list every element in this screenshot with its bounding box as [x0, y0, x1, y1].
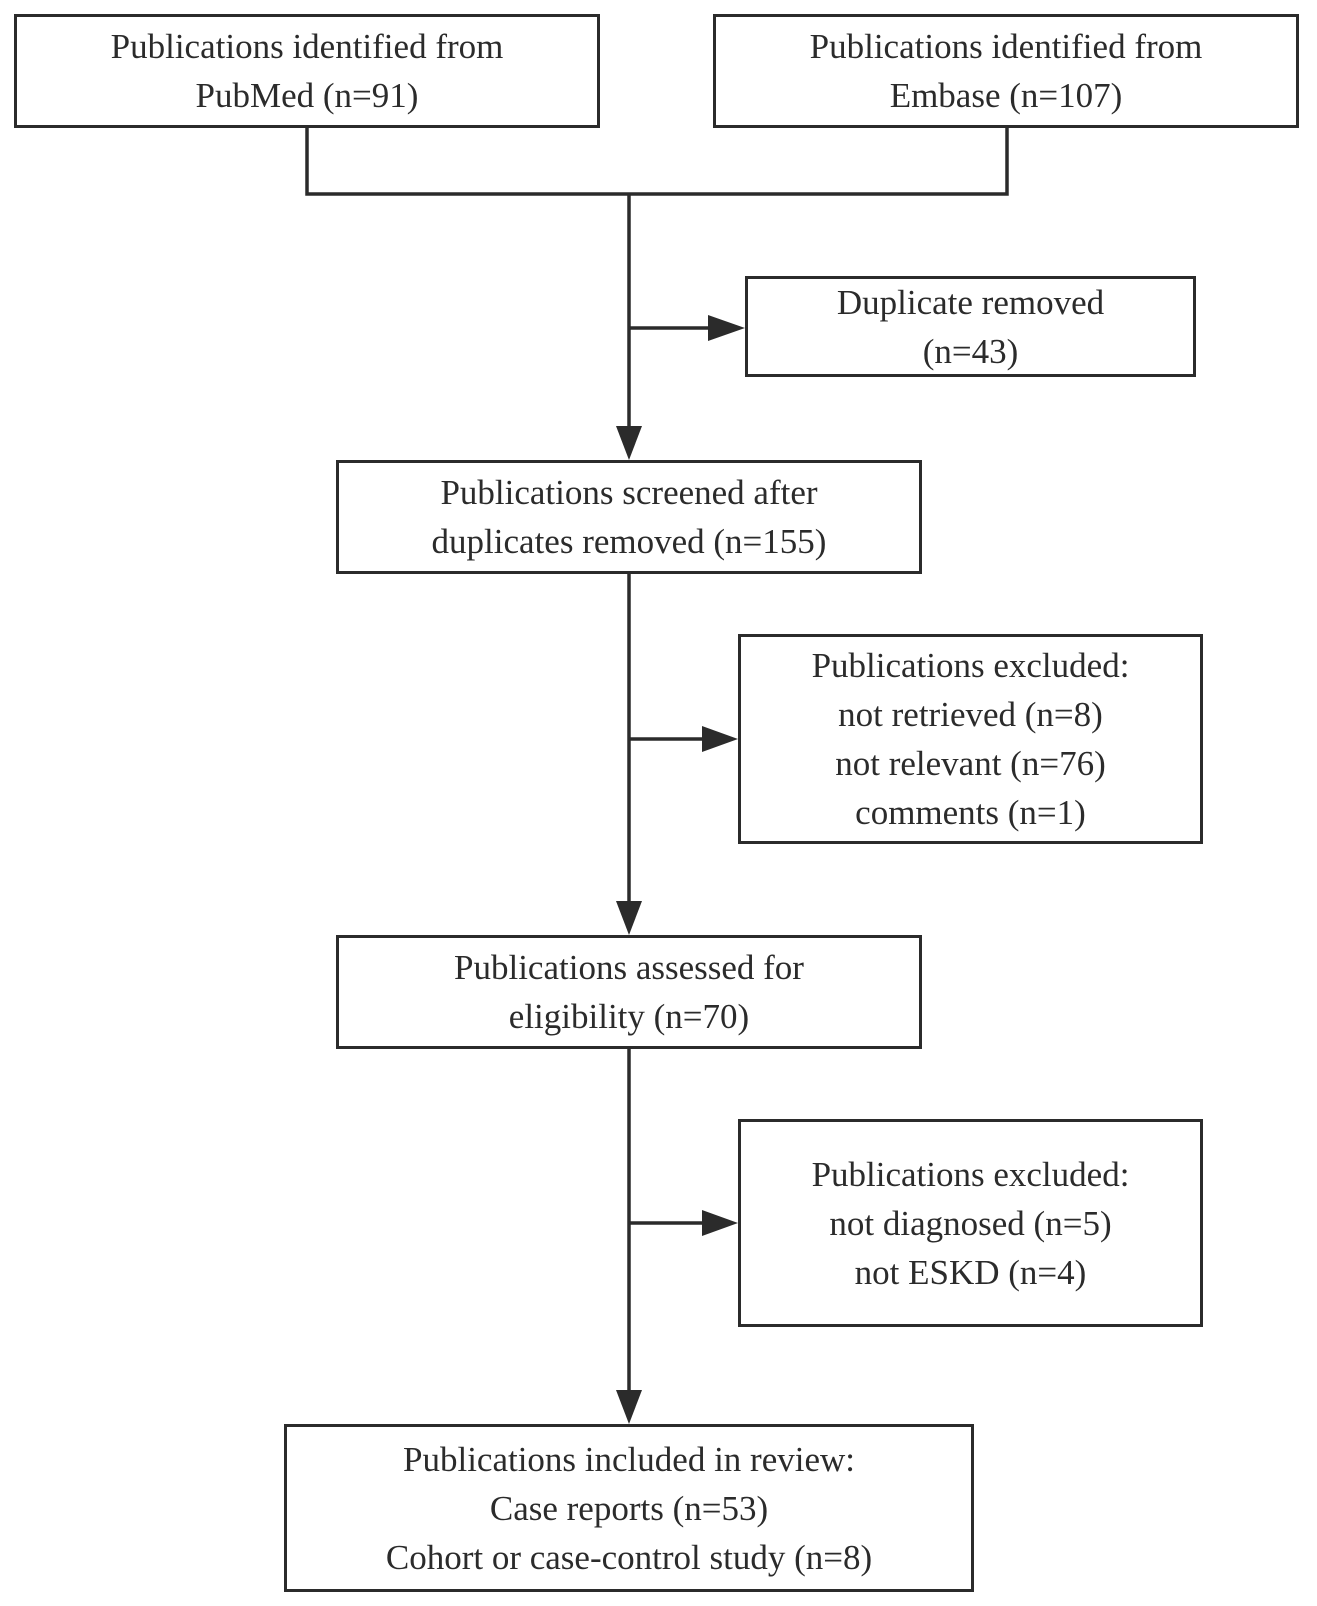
embase-source-line-1: Publications identified from — [809, 27, 1203, 66]
included-review-box: Publications included in review: Case re… — [284, 1424, 974, 1592]
excluded-eligibility-box: Publications excluded: not diagnosed (n=… — [738, 1119, 1203, 1327]
embase-source-box: Publications identified from Embase (n=1… — [713, 14, 1299, 128]
embase-source-line-2: Embase (n=107) — [889, 76, 1123, 115]
excluded-eligibility-line-2: not diagnosed (n=5) — [829, 1203, 1112, 1243]
excluded-screening-line-3: not relevant (n=76) — [835, 744, 1106, 783]
excluded-eligibility-line-1: Publications excluded: — [811, 1154, 1130, 1194]
arrow-head-down-to-screened — [616, 426, 642, 460]
screened-box: Publications screened after duplicates r… — [336, 460, 922, 574]
pubmed-source-line-1: Publications identified from — [110, 27, 504, 66]
included-line-2: Case reports (n=53) — [489, 1488, 769, 1528]
screened-line-2: duplicates removed (n=155) — [431, 522, 827, 561]
duplicates-removed-box: Duplicate removed (n=43) — [745, 276, 1196, 377]
excluded-eligibility-line-3: not ESKD (n=4) — [854, 1252, 1087, 1292]
arrow-head-right-to-excluded-eligibility — [702, 1210, 738, 1236]
assessed-line-1: Publications assessed for — [454, 948, 804, 987]
arrow-head-right-to-excluded-screening — [702, 726, 738, 752]
pubmed-source-line-2: PubMed (n=91) — [195, 76, 419, 115]
screened-line-1: Publications screened after — [440, 473, 818, 512]
excluded-screening-box: Publications excluded: not retrieved (n=… — [738, 634, 1203, 844]
duplicates-line-1: Duplicate removed — [836, 282, 1105, 322]
merge-connector — [305, 128, 1009, 196]
excluded-screening-line-4: comments (n=1) — [855, 793, 1086, 832]
arrow-head-right-to-duplicates — [708, 315, 745, 341]
assessed-eligibility-box: Publications assessed for eligibility (n… — [336, 935, 922, 1049]
assessed-line-2: eligibility (n=70) — [508, 997, 750, 1036]
included-line-1: Publications included in review: — [403, 1439, 855, 1479]
included-line-3: Cohort or case-control study (n=8) — [385, 1537, 873, 1577]
duplicates-line-2: (n=43) — [922, 331, 1019, 371]
arrow-head-down-to-assessed — [616, 901, 642, 935]
arrow-head-down-to-included — [616, 1390, 642, 1424]
excluded-screening-line-1: Publications excluded: — [811, 646, 1130, 685]
excluded-screening-line-2: not retrieved (n=8) — [838, 695, 1103, 734]
pubmed-source-box: Publications identified from PubMed (n=9… — [14, 14, 600, 128]
